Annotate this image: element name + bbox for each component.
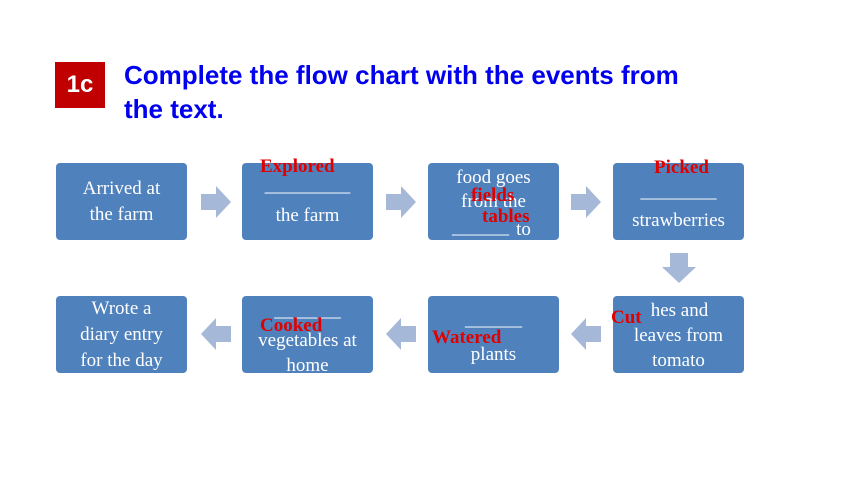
flow-box-arrived: Arrived at the farm — [56, 163, 187, 240]
flow-box-food: food goes from the ______ to — [428, 163, 559, 240]
arrow-right-icon — [571, 186, 601, 218]
title-line-2: the text. — [124, 94, 224, 124]
answer-cooked: Cooked — [260, 315, 323, 336]
flow-box-text: the farm — [275, 205, 340, 226]
flow-box-text: home — [286, 355, 329, 373]
flow-box-text: strawberries — [632, 210, 725, 231]
flow-box-diary: Wrote a diary entry for the day — [56, 296, 187, 373]
arrow-left-icon — [386, 318, 416, 350]
flow-box-text: vegetables at — [258, 330, 357, 351]
answer-picked: Picked — [654, 157, 709, 178]
flow-box-text: from the — [461, 191, 526, 212]
flow-box-text: Wrote a — [91, 298, 152, 319]
flow-box-explored: _________ the farm — [242, 163, 373, 240]
flow-box-text: leaves from — [633, 325, 724, 346]
arrow-down-icon — [662, 253, 696, 283]
arrow-right-icon — [386, 186, 416, 218]
answer-cut: Cut — [611, 307, 642, 328]
answer-blank: ________ — [640, 181, 717, 202]
arrow-left-icon — [201, 318, 231, 350]
flow-box-picked: ________ strawberries — [613, 163, 744, 240]
flow-box-text: plants — [470, 344, 517, 365]
answer-blank: _________ — [264, 175, 351, 196]
flow-box-cooked: _______ vegetables at home — [242, 296, 373, 373]
answer-fields: fields — [471, 185, 515, 206]
arrow-left-icon — [571, 318, 601, 350]
flow-box-text: tomato — [652, 350, 705, 371]
answer-explored: Explored — [260, 156, 335, 177]
flow-box-text: the farm — [89, 204, 154, 225]
flow-box-text: diary entry — [80, 324, 163, 345]
flow-box-text: to — [516, 219, 531, 240]
answer-tables: tables — [482, 206, 530, 227]
answer-blank: ______ — [452, 217, 509, 238]
flow-box-text: for the day — [80, 350, 163, 371]
section-badge: 1c — [55, 62, 105, 108]
flow-box-text: Arrived at — [82, 178, 161, 199]
flow-box-cut: hes and leaves from tomato — [613, 296, 744, 373]
page-title: Complete the flow chart with the events … — [124, 58, 804, 126]
answer-blank: ______ — [465, 309, 522, 330]
flow-box-watered: ______ plants — [428, 296, 559, 373]
arrow-right-icon — [201, 186, 231, 218]
flow-box-text: food goes — [456, 167, 531, 188]
flow-box-text: hes and — [650, 300, 709, 321]
answer-watered: Watered — [432, 327, 502, 348]
answer-blank: _______ — [274, 300, 341, 321]
title-line-1: Complete the flow chart with the events … — [124, 60, 679, 90]
